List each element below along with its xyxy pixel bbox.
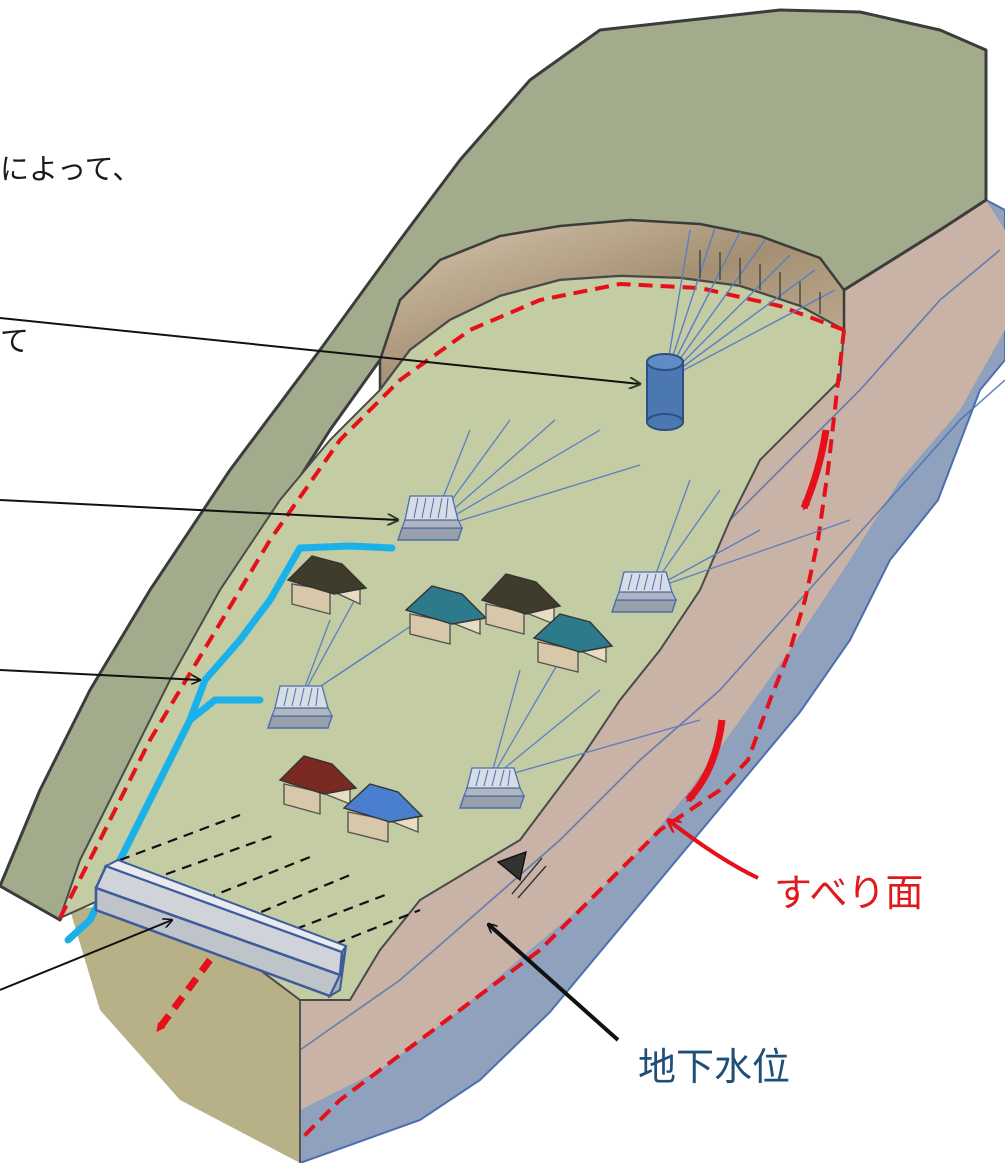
drain-well-icon (646, 353, 684, 431)
horizontal-drain-unit-icon (396, 495, 464, 541)
scarp-ticks (699, 250, 821, 314)
slip-direction-arrow-icon (685, 719, 726, 803)
house-icon (404, 585, 488, 645)
horizontal-drain-unit-icon (610, 571, 678, 613)
surface-drain-branch (186, 696, 264, 724)
groundwater-level-label: 地下水位 (638, 1045, 791, 1089)
house-icon (286, 555, 368, 615)
leader-toe-wall (0, 920, 172, 991)
leader-well (0, 317, 640, 384)
toe-collection-wall (94, 858, 348, 999)
water-level-triangle-icon (496, 850, 547, 899)
intro-text: によって、 (0, 152, 142, 186)
slip-direction-arrow-icon (155, 957, 213, 1033)
landslide-body (58, 274, 846, 1001)
leader-channel (0, 669, 200, 680)
house-icon (532, 613, 614, 673)
horizontal-drain-unit-icon (458, 767, 526, 809)
left-mark-text: て (0, 324, 30, 358)
house-icon (480, 573, 562, 635)
slip-surface-label: すべり面 (774, 871, 924, 915)
house-icon (278, 755, 358, 815)
leader-horizontal-drain (0, 499, 398, 520)
horizontal-drain-unit-icon (266, 685, 334, 729)
slip-surface-line (58, 281, 846, 1142)
house-icon (342, 783, 424, 843)
slip-direction-arrow-icon (800, 429, 830, 511)
leader-slip-surface (668, 820, 759, 880)
leader-groundwater (488, 924, 620, 1042)
